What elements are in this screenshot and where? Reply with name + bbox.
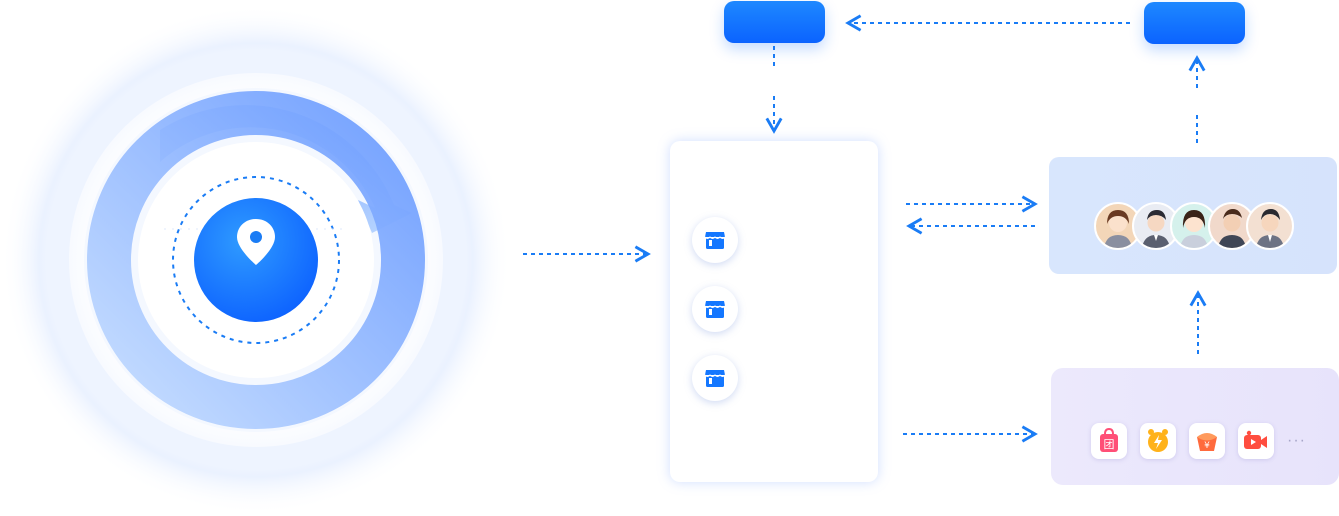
- top-right-node: [1144, 2, 1245, 44]
- red-packet-icon: ¥: [1189, 423, 1225, 459]
- location-core: [194, 198, 318, 322]
- red-packet-glyph: ¥: [1204, 441, 1210, 451]
- flow-arrows: [523, 14, 1207, 443]
- store-item: [692, 286, 750, 332]
- cycle-arrows: [87, 91, 425, 429]
- avatar-man-icon: [1246, 202, 1294, 250]
- storefront-icon: [692, 217, 738, 263]
- store-item: [692, 355, 750, 401]
- group-buy-bag-icon: 团: [1091, 423, 1127, 459]
- storefront-icon: [692, 355, 738, 401]
- storefront-icon: [692, 286, 738, 332]
- store-item: [692, 217, 750, 263]
- store-panel: [670, 141, 878, 482]
- video-camera-icon: [1238, 423, 1274, 459]
- top-left-node: [724, 1, 825, 43]
- group-buy-glyph: 团: [1104, 438, 1115, 451]
- more-apps-ellipsis: ···: [1287, 432, 1306, 449]
- lightning-clock-icon: [1140, 423, 1176, 459]
